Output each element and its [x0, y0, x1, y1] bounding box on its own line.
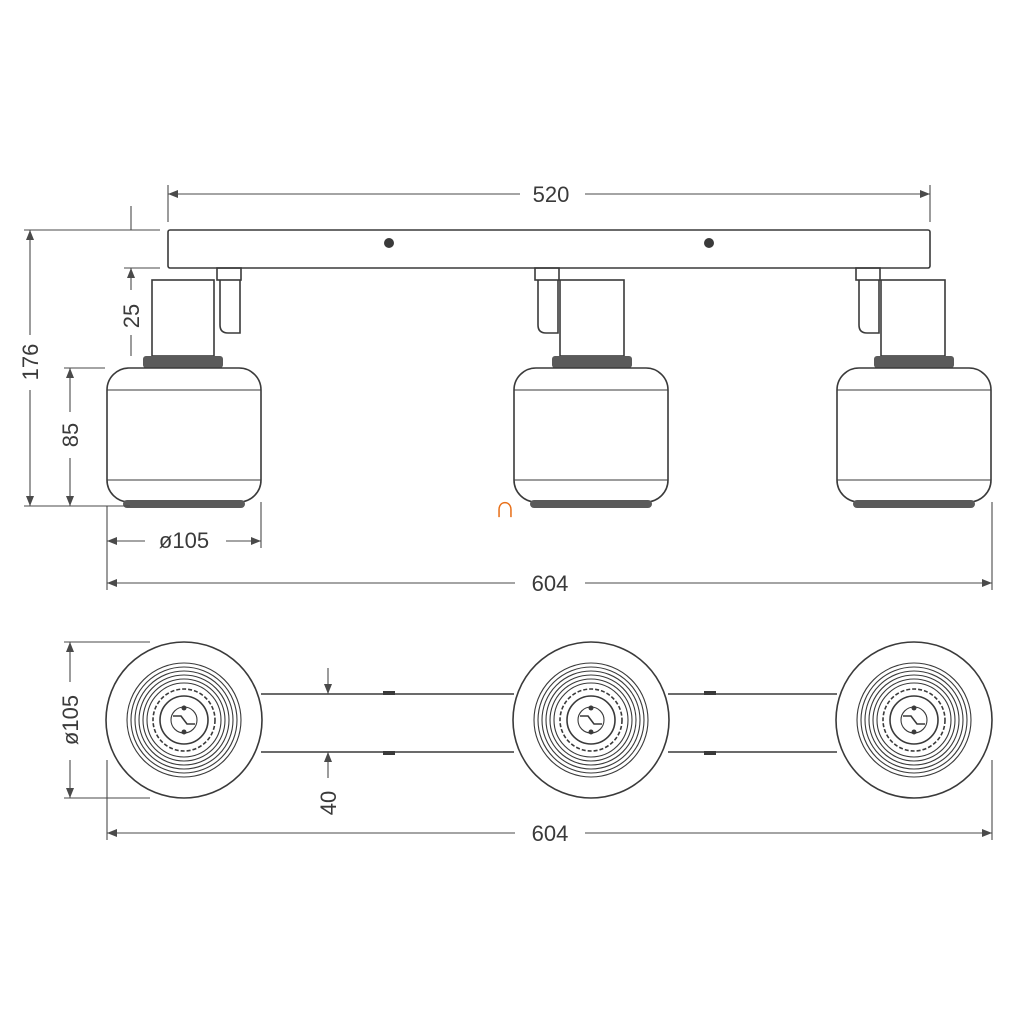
spot-middle-side	[513, 267, 669, 508]
mounting-bar	[167, 229, 931, 269]
top-view: ø105 40 604	[58, 641, 993, 846]
dim-shade-height-label: 85	[58, 423, 83, 447]
dim-total-height-label: 176	[18, 344, 43, 381]
dim-bar-width-label: 40	[316, 791, 341, 815]
dim-total-width-side: 604	[106, 502, 993, 596]
dim-bar-length-label: 520	[533, 182, 570, 207]
spot-left-side	[106, 267, 262, 508]
dim-shade-diameter-top: ø105	[58, 641, 150, 799]
dim-bar-length: 520	[167, 182, 931, 222]
dim-stem-height-label: 25	[119, 304, 144, 328]
dim-shade-diameter-side-label: ø105	[159, 528, 209, 553]
dim-total-width-side-label: 604	[532, 571, 569, 596]
lamp-symbol: ∩	[494, 491, 516, 524]
side-view: ∩ 520 176 25	[18, 182, 993, 596]
spot-right-top	[835, 641, 993, 799]
dim-shade-diameter-top-label: ø105	[58, 695, 83, 745]
spot-middle-top	[512, 641, 670, 799]
dim-stem-height: 25	[119, 267, 160, 356]
dim-bar-width: 40	[316, 668, 341, 815]
dim-total-width-top-label: 604	[532, 821, 569, 846]
dim-shade-height: 85	[58, 367, 105, 506]
screw-hole-left	[384, 238, 394, 248]
spot-left-top	[105, 641, 263, 799]
dim-total-height: 176	[18, 206, 160, 507]
dim-total-width-top: 604	[106, 760, 993, 846]
screw-hole-right	[704, 238, 714, 248]
spot-right-side	[836, 267, 992, 508]
dim-shade-diameter-side: ø105	[106, 502, 262, 553]
